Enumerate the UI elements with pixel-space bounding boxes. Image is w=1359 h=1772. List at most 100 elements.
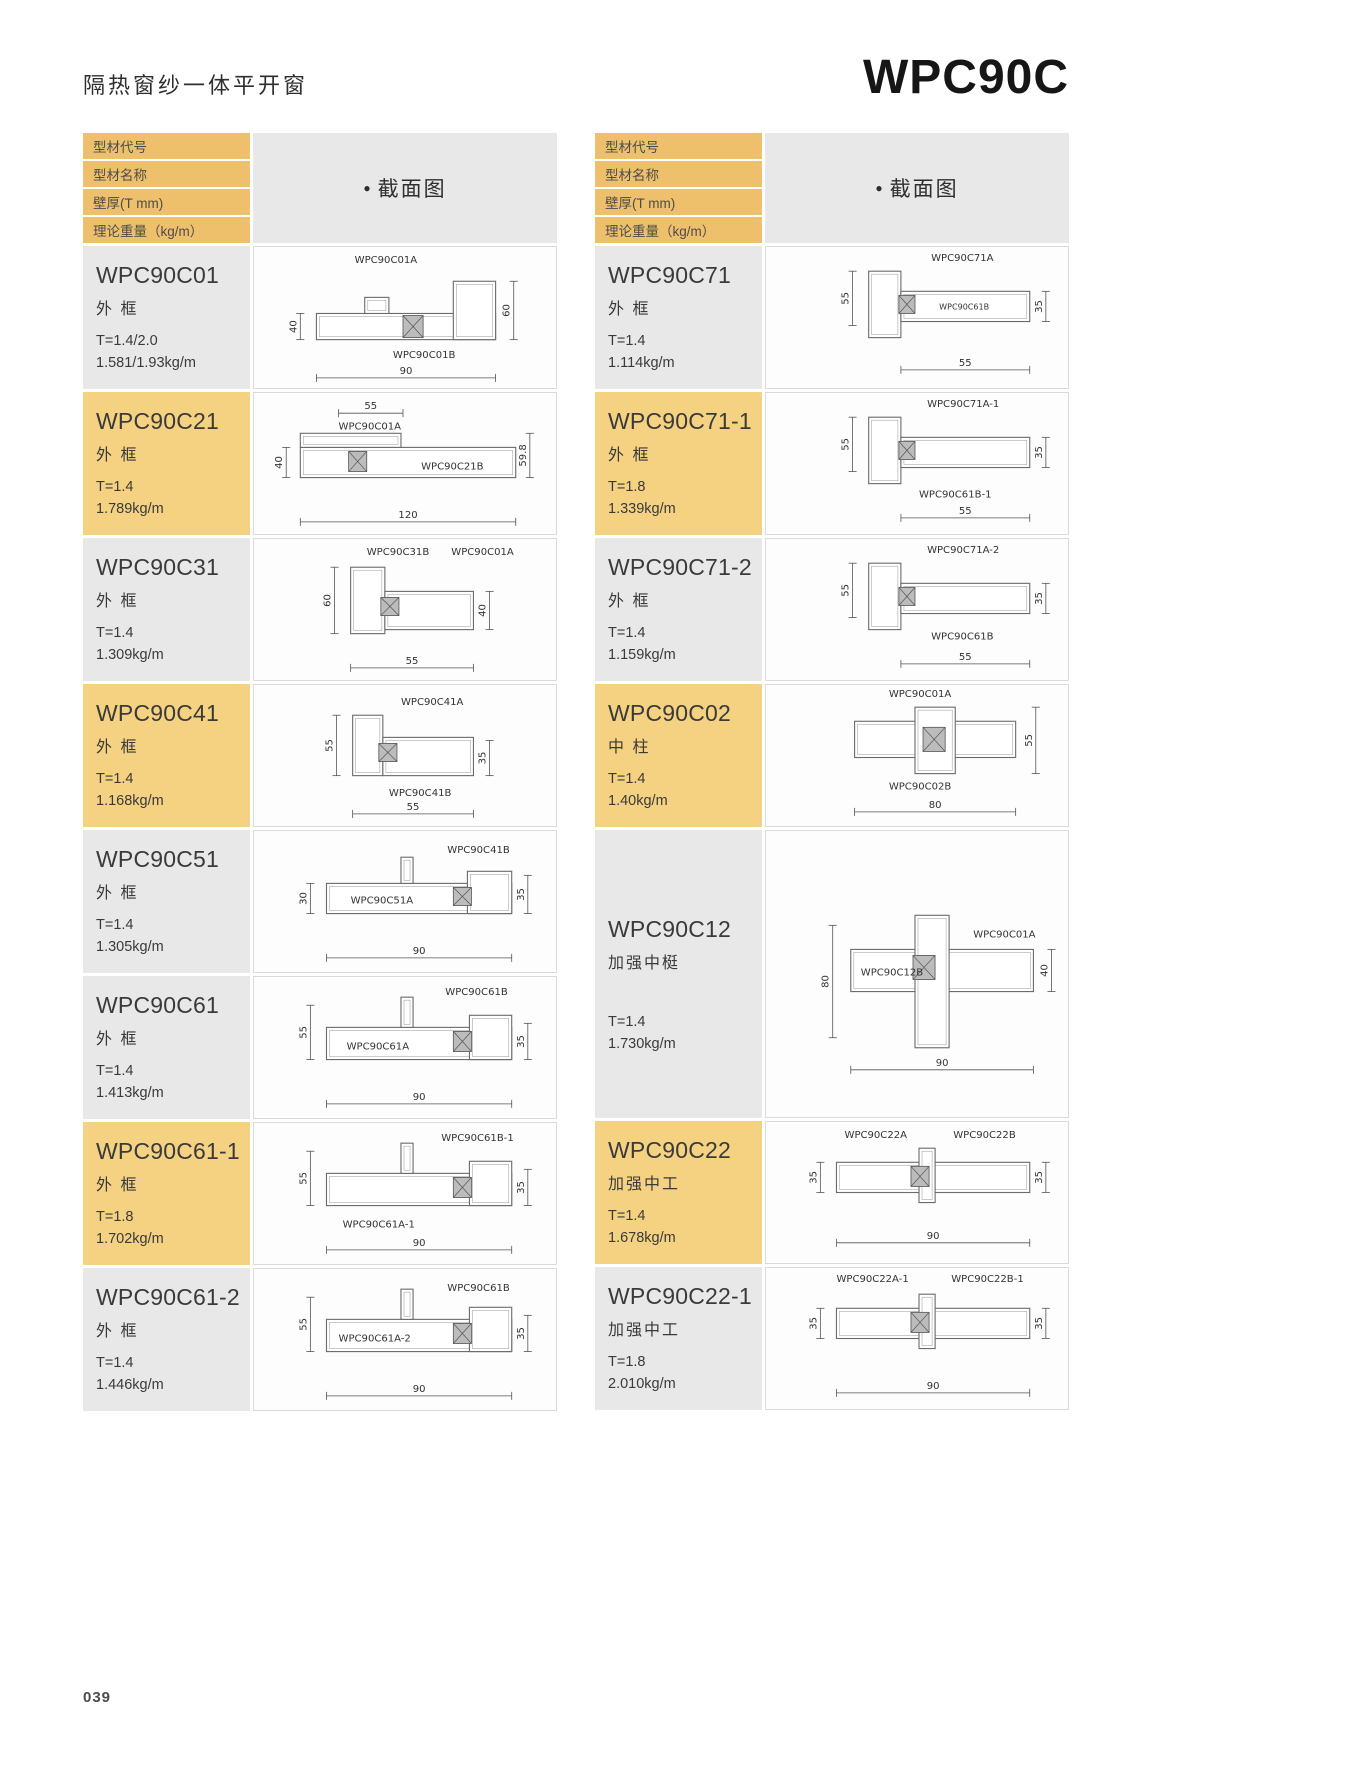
profile-info: WPC90C02 中 柱 T=1.4 1.40kg/m — [595, 683, 762, 827]
profile-name: 加强中工 — [608, 1175, 681, 1193]
profile-name: 外 框 — [96, 300, 139, 318]
profile-thickness: T=1.4 — [96, 624, 134, 641]
svg-text:35: 35 — [478, 751, 489, 764]
table-header: 型材代号 型材名称 壁厚(T mm) 理论重量（kg/m） ● 截面图 — [83, 132, 557, 243]
profile-code: WPC90C01 — [96, 261, 220, 288]
svg-text:55: 55 — [407, 802, 420, 813]
svg-text:90: 90 — [413, 1092, 426, 1103]
header-cell-thickness: 壁厚(T mm) — [83, 188, 250, 217]
svg-text:WPC90C01A: WPC90C01A — [339, 421, 402, 432]
svg-text:55: 55 — [959, 358, 972, 369]
profile-code: WPC90C61-2 — [96, 1283, 240, 1310]
profile-thickness: T=1.8 — [96, 1208, 134, 1225]
profile-info: WPC90C71-1 外 框 T=1.8 1.339kg/m — [595, 391, 762, 535]
table-header: 型材代号 型材名称 壁厚(T mm) 理论重量（kg/m） ● 截面图 — [595, 132, 1069, 243]
svg-text:WPC90C61A: WPC90C61A — [347, 1041, 410, 1052]
profile-info: WPC90C31 外 框 T=1.4 1.309kg/m — [83, 537, 250, 681]
svg-text:WPC90C61B: WPC90C61B — [447, 1283, 510, 1294]
svg-text:WPC90C61A-2: WPC90C61A-2 — [339, 1333, 411, 1344]
svg-text:55: 55 — [406, 656, 419, 667]
table-header-labels: 型材代号 型材名称 壁厚(T mm) 理论重量（kg/m） — [595, 132, 762, 243]
profile-info: WPC90C22-1 加强中工 T=1.8 2.010kg/m — [595, 1266, 762, 1410]
section-diagram-header: ● 截面图 — [253, 132, 557, 243]
svg-text:35: 35 — [808, 1317, 819, 1330]
profile-thickness: T=1.4/2.0 — [96, 332, 158, 349]
profile-thickness: T=1.4 — [608, 332, 646, 349]
svg-text:WPC90C01A: WPC90C01A — [973, 929, 1035, 940]
profile-code: WPC90C22-1 — [608, 1282, 752, 1309]
svg-text:WPC90C61B-1: WPC90C61B-1 — [919, 490, 992, 501]
svg-text:40: 40 — [288, 320, 299, 333]
svg-text:WPC90C41A: WPC90C41A — [401, 697, 464, 708]
header-cell-code: 型材代号 — [83, 132, 250, 161]
table-row: WPC90C01 外 框 T=1.4/2.0 1.581/1.93kg/m 90… — [83, 245, 557, 389]
profile-name: 外 框 — [96, 738, 139, 756]
header-cell-name: 型材名称 — [83, 160, 250, 189]
profile-name: 外 框 — [96, 1030, 139, 1048]
profile-thickness: T=1.4 — [96, 478, 134, 495]
profile-code: WPC90C61 — [96, 991, 220, 1018]
profile-code: WPC90C12 — [608, 915, 732, 942]
page-subtitle: 隔热窗纱一体平开窗 — [83, 73, 309, 98]
svg-text:WPC90C41B: WPC90C41B — [389, 788, 452, 799]
profile-info: WPC90C61 外 框 T=1.4 1.413kg/m — [83, 975, 250, 1119]
svg-text:WPC90C01B: WPC90C01B — [393, 350, 456, 361]
svg-text:90: 90 — [413, 1384, 426, 1395]
svg-text:35: 35 — [516, 1181, 527, 1194]
profile-weight: 1.413kg/m — [96, 1085, 164, 1102]
header-cell-weight: 理论重量（kg/m） — [595, 216, 762, 243]
profile-name: 加强中工 — [608, 1321, 681, 1339]
profile-name: 中 柱 — [608, 738, 651, 756]
svg-text:40: 40 — [1039, 964, 1050, 977]
svg-text:90: 90 — [936, 1058, 949, 1069]
svg-text:80: 80 — [929, 800, 942, 811]
profile-weight: 1.114kg/m — [608, 355, 675, 372]
profile-thickness: T=1.4 — [608, 1207, 646, 1224]
svg-text:WPC90C12B: WPC90C12B — [861, 967, 923, 978]
svg-text:40: 40 — [274, 456, 285, 469]
svg-text:55: 55 — [298, 1318, 309, 1331]
tables-area: 型材代号 型材名称 壁厚(T mm) 理论重量（kg/m） ● 截面图 WPC9… — [83, 132, 1359, 1414]
profile-code: WPC90C21 — [96, 407, 220, 434]
svg-text:WPC90C02B: WPC90C02B — [889, 782, 952, 793]
svg-text:90: 90 — [413, 946, 426, 957]
svg-text:WPC90C01A: WPC90C01A — [355, 255, 418, 266]
svg-text:55: 55 — [841, 584, 852, 597]
svg-text:35: 35 — [516, 1035, 527, 1048]
profile-code: WPC90C71-1 — [608, 407, 752, 434]
svg-text:59.8: 59.8 — [518, 444, 529, 466]
svg-text:WPC90C22B-1: WPC90C22B-1 — [951, 1274, 1024, 1285]
svg-text:55: 55 — [959, 506, 972, 517]
section-diagram-title: 截面图 — [889, 177, 959, 201]
svg-text:35: 35 — [808, 1171, 819, 1184]
profile-thickness: T=1.4 — [608, 770, 646, 787]
profile-code: WPC90C31 — [96, 553, 220, 580]
header-cell-thickness: 壁厚(T mm) — [595, 188, 762, 217]
profile-name: 外 框 — [96, 884, 139, 902]
profile-weight: 2.010kg/m — [608, 1376, 676, 1393]
svg-text:WPC90C61B-1: WPC90C61B-1 — [441, 1133, 514, 1144]
profile-weight: 1.789kg/m — [96, 501, 164, 518]
profile-weight: 1.168kg/m — [96, 793, 164, 810]
header-cell-name: 型材名称 — [595, 160, 762, 189]
profile-info: WPC90C12 加强中梃 T=1.4 1.730kg/m — [595, 829, 762, 1118]
profile-name: 外 框 — [96, 446, 139, 464]
profile-weight: 1.702kg/m — [96, 1231, 164, 1248]
profile-weight: 1.309kg/m — [96, 647, 164, 664]
profile-info: WPC90C61-2 外 框 T=1.4 1.446kg/m — [83, 1267, 250, 1411]
svg-text:WPC90C22A-1: WPC90C22A-1 — [836, 1274, 908, 1285]
